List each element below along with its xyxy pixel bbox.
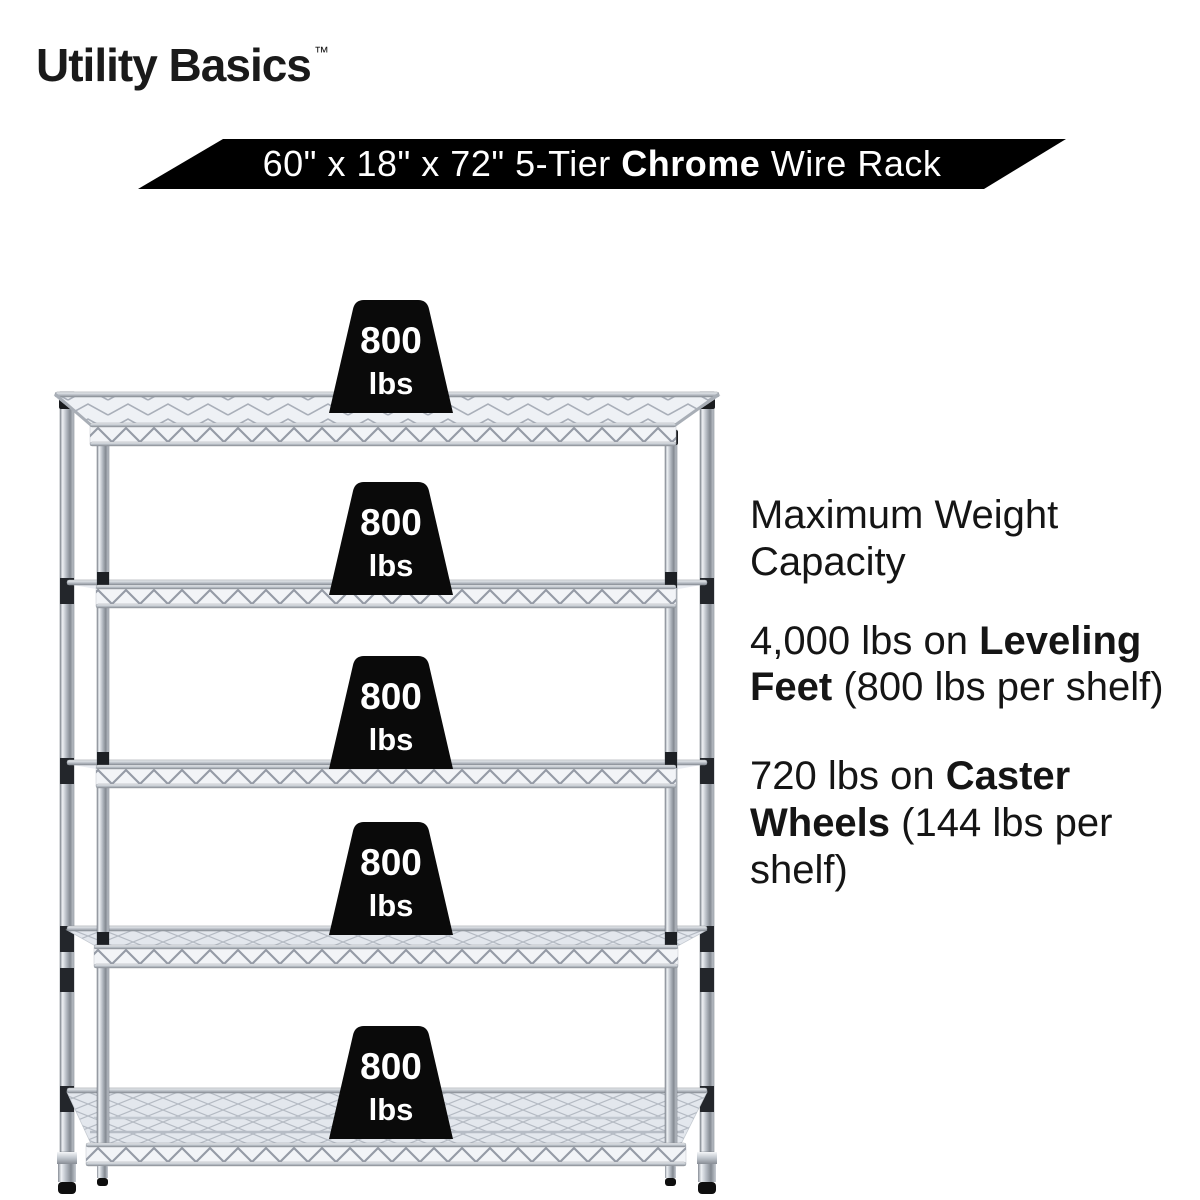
trademark-symbol: ™ xyxy=(313,44,329,61)
rack-shelf-edges xyxy=(85,422,687,1167)
spec-text: 720 lbs on xyxy=(750,754,946,799)
product-title-banner: 60" x 18" x 72" 5-Tier Chrome Wire Rack xyxy=(138,139,1066,189)
weight-badge: 800 lbs xyxy=(328,1024,454,1140)
spec-text: (144 lbs per shelf) xyxy=(750,800,1124,892)
banner-suffix-text: Wire Rack xyxy=(760,143,942,184)
spec-bold-text: Leveling Feet xyxy=(750,618,1153,710)
weight-capacity-specs: Maximum Weight Capacity 4,000 lbs on Lev… xyxy=(750,492,1200,936)
spec-text: 4,000 lbs on xyxy=(750,618,980,663)
badge-weight-value: 800 xyxy=(360,502,422,543)
spec-text: (800 lbs per shelf) xyxy=(832,665,1164,710)
specs-title: Maximum Weight Capacity xyxy=(750,493,1059,584)
badge-weight-value: 800 xyxy=(360,676,422,717)
spec-bold-text: Caster Wheels xyxy=(750,754,1082,845)
badge-weight-unit: lbs xyxy=(368,366,414,401)
badge-weight-value: 800 xyxy=(360,842,422,883)
badge-weight-unit: lbs xyxy=(368,548,414,583)
weight-shape-icon xyxy=(329,1026,453,1139)
weight-shape-icon xyxy=(329,482,453,595)
badge-weight-unit: lbs xyxy=(368,1092,414,1127)
weight-badge: 800 lbs xyxy=(328,298,454,414)
product-title: 60" x 18" x 72" 5-Tier Chrome Wire Rack xyxy=(263,143,942,185)
weight-badge: 800 lbs xyxy=(328,654,454,770)
badge-weight-value: 800 xyxy=(360,320,422,361)
spec-item-leveling-feet: 4,000 lbs on Leveling Feet (800 lbs per … xyxy=(750,618,1200,712)
weight-shape-icon xyxy=(329,822,453,935)
weight-shape-icon xyxy=(329,300,453,413)
badge-weight-value: 800 xyxy=(360,1046,422,1087)
badge-weight-unit: lbs xyxy=(368,722,414,757)
rack-leveling-feet xyxy=(57,1152,717,1194)
weight-badge: 800 lbs xyxy=(328,820,454,936)
banner-size-text: 60" x 18" x 72" 5-Tier xyxy=(262,143,622,184)
weight-badge: 800 lbs xyxy=(328,480,454,596)
weight-shape-icon xyxy=(329,656,453,769)
badge-weight-unit: lbs xyxy=(368,888,414,923)
brand-name: Utility Basics xyxy=(36,39,312,91)
spec-item-caster-wheels: 720 lbs on Caster Wheels (144 lbs per sh… xyxy=(750,753,1200,893)
banner-highlight: Chrome xyxy=(621,143,761,184)
